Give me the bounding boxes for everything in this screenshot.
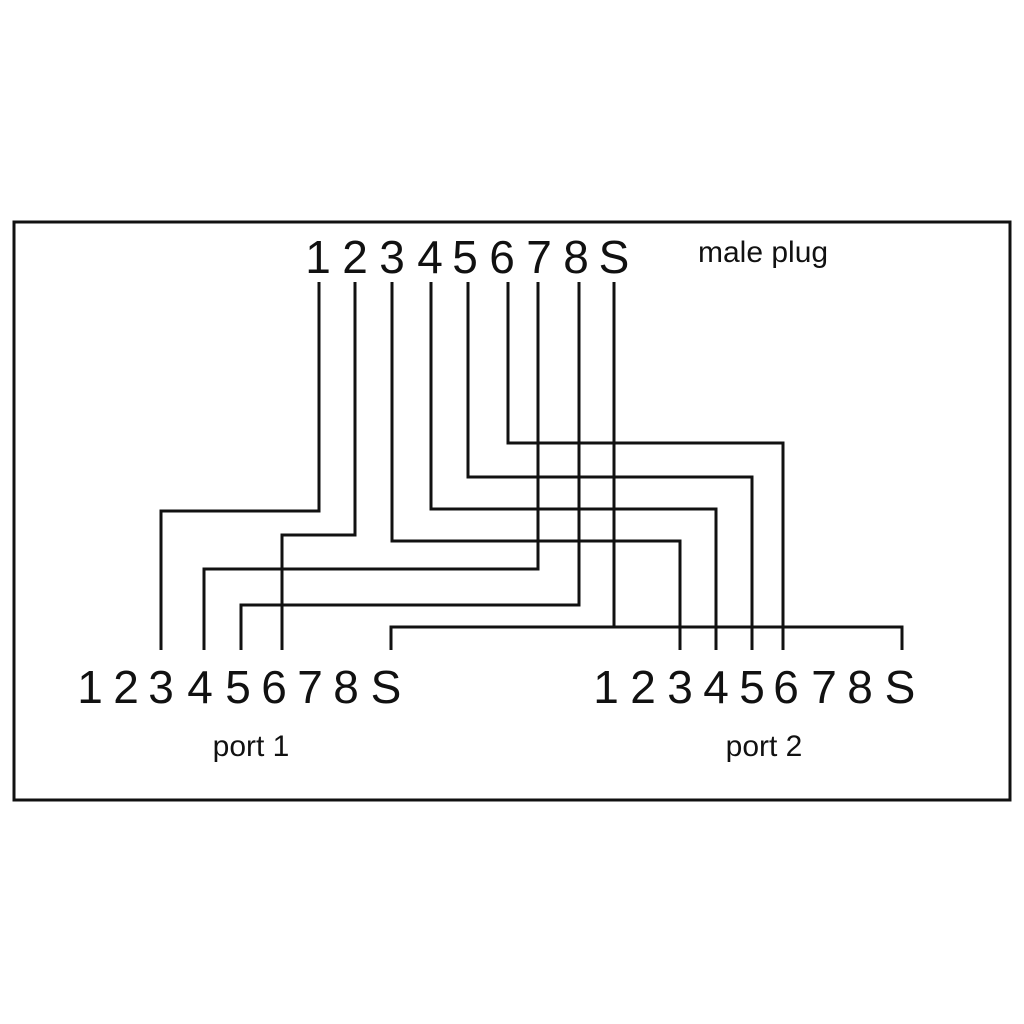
port1-pin-2: 2 bbox=[113, 661, 139, 713]
port1-pin-4: 4 bbox=[187, 661, 213, 713]
wire-plug5-port2-5 bbox=[466, 282, 754, 650]
port2-pin-7: 7 bbox=[811, 661, 837, 713]
port2-pin-8: 8 bbox=[847, 661, 873, 713]
wire-plug2-port1-6 bbox=[280, 282, 357, 650]
diagram-frame bbox=[12, 220, 1012, 802]
male-plug-pin-8: 8 bbox=[563, 231, 589, 283]
port1-pin-1: 1 bbox=[77, 661, 103, 713]
wire-plug1-port1-3 bbox=[159, 282, 321, 650]
wire-plug8-port1-5 bbox=[239, 282, 581, 650]
port1-pin-s: S bbox=[371, 661, 402, 713]
male-plug-pin-5: 5 bbox=[452, 231, 478, 283]
male-plug-pin-row: 1 2 3 4 5 6 7 8 S bbox=[305, 231, 629, 283]
port2-pin-1: 1 bbox=[593, 661, 619, 713]
wire-shield-bus bbox=[389, 625, 904, 650]
port2-pin-3: 3 bbox=[667, 661, 693, 713]
male-plug-pin-1: 1 bbox=[305, 231, 331, 283]
wires bbox=[159, 282, 904, 650]
male-plug-pin-7: 7 bbox=[526, 231, 552, 283]
wire-plug7-port1-4 bbox=[202, 282, 540, 650]
port2-pin-5: 5 bbox=[739, 661, 765, 713]
port1-pin-3: 3 bbox=[148, 661, 174, 713]
port1-pin-6: 6 bbox=[261, 661, 287, 713]
wire-plug4-port2-4 bbox=[429, 282, 718, 650]
port1-pin-row: 1 2 3 4 5 6 7 8 S bbox=[77, 661, 401, 713]
port2-pin-6: 6 bbox=[773, 661, 799, 713]
port1-caption: port 1 bbox=[213, 730, 290, 763]
male-plug-pin-s: S bbox=[599, 231, 630, 283]
male-plug-caption: male plug bbox=[698, 236, 828, 269]
wire-plug3-port2-3 bbox=[390, 282, 682, 650]
wire-plug6-port2-6 bbox=[506, 282, 785, 650]
port2-caption: port 2 bbox=[726, 730, 803, 763]
male-plug-pin-2: 2 bbox=[342, 231, 368, 283]
port2-pin-row: 1 2 3 4 5 6 7 8 S bbox=[593, 661, 915, 713]
port1-pin-7: 7 bbox=[297, 661, 323, 713]
male-plug-pin-3: 3 bbox=[379, 231, 405, 283]
male-plug-pin-6: 6 bbox=[489, 231, 515, 283]
port2-pin-2: 2 bbox=[630, 661, 656, 713]
port1-pin-5: 5 bbox=[225, 661, 251, 713]
port2-pin-4: 4 bbox=[703, 661, 729, 713]
port2-pin-s: S bbox=[885, 661, 916, 713]
port1-pin-8: 8 bbox=[333, 661, 359, 713]
male-plug-pin-4: 4 bbox=[417, 231, 443, 283]
